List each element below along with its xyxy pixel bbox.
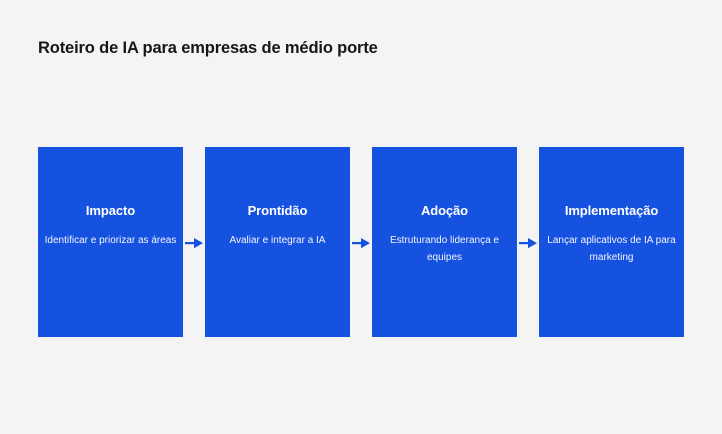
step-heading-1: Impacto: [85, 203, 136, 218]
step-card-1[interactable]: Impacto Identificar e priorizar as áreas: [38, 147, 183, 337]
step-card-3[interactable]: Adoção Estruturando liderança e equipes: [372, 147, 517, 337]
arrow-right-icon: [519, 236, 537, 249]
step-card-4[interactable]: Implementação Lançar aplicativos de IA p…: [539, 147, 684, 337]
process-flow: Impacto Identificar e priorizar as áreas…: [38, 147, 684, 337]
step-heading-4: Implementação: [564, 203, 659, 218]
arrow-right-icon: [185, 236, 203, 249]
connector-3: [517, 147, 539, 337]
step-description-4: Lançar aplicativos de IA para marketing: [547, 235, 676, 263]
step-description-2: Avaliar e integrar a IA: [229, 235, 326, 246]
step-card-2[interactable]: Prontidão Avaliar e integrar a IA: [205, 147, 350, 337]
step-heading-3: Adoção: [420, 203, 469, 218]
arrow-right-icon: [352, 236, 370, 249]
step-description-1: Identificar e priorizar as áreas: [44, 235, 177, 246]
connector-1: [183, 147, 205, 337]
step-description-3: Estruturando liderança e equipes: [390, 235, 499, 263]
page-title: Roteiro de IA para empresas de médio por…: [38, 39, 378, 57]
step-heading-2: Prontidão: [247, 203, 308, 218]
connector-2: [350, 147, 372, 337]
